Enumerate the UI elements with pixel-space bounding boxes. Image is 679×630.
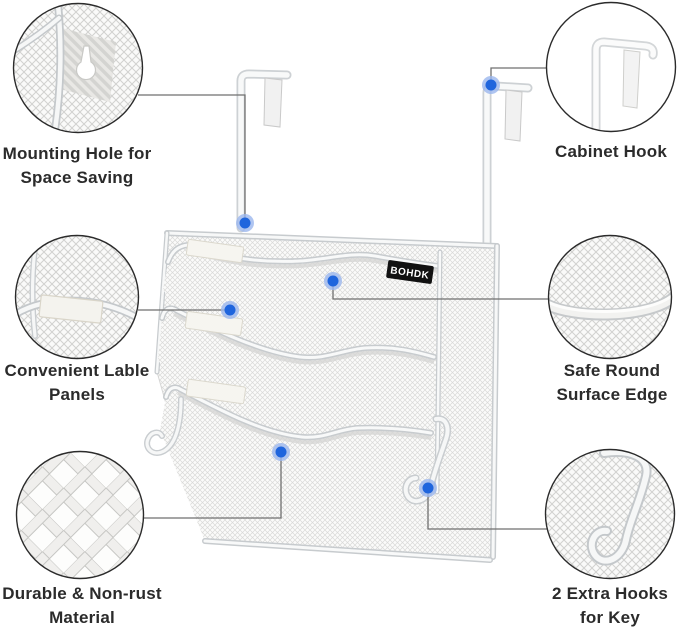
keyhole-icon xyxy=(75,45,97,81)
callout-line: Panels xyxy=(48,385,106,404)
connector-cabinet-hook xyxy=(490,67,546,83)
product-illustration: BOHDK xyxy=(144,69,533,563)
callout-line: Space Saving xyxy=(20,168,134,187)
label-panel-1 xyxy=(185,238,245,264)
brand-badge-text: BOHDK xyxy=(390,265,431,281)
pocket-3 xyxy=(160,384,493,563)
zoom-circle-label-panels xyxy=(14,234,140,360)
right-door-hook xyxy=(482,81,533,251)
feature-markers xyxy=(221,76,500,497)
feature-marker-label-panels xyxy=(221,301,239,319)
callout-line: 2 Extra Hooks xyxy=(552,584,668,603)
callout-line: Safe Round xyxy=(563,361,661,380)
zoom-circle-round-edge xyxy=(547,234,673,360)
callout-label-label-panels: Convenient Lable Panels xyxy=(5,359,150,407)
zoom-circle-cabinet-hook xyxy=(545,1,677,133)
callout-label-cabinet-hook: Cabinet Hook xyxy=(555,140,667,164)
callout-line: Material xyxy=(49,608,115,627)
callout-label-extra-hooks: 2 Extra Hooks for Key xyxy=(552,582,668,630)
connector-mounting-hole xyxy=(138,94,246,220)
label-panel-3 xyxy=(185,378,247,405)
zoom-circle-material xyxy=(15,450,145,580)
callout-line: Cabinet Hook xyxy=(555,142,667,161)
feature-marker-material xyxy=(272,443,290,461)
zoom-circle-extra-hooks xyxy=(544,448,676,580)
left-hook-plate xyxy=(263,77,283,128)
hook-plate-closeup xyxy=(622,49,641,109)
callout-line: Mounting Hole for xyxy=(2,144,152,163)
left-door-hook xyxy=(236,69,292,233)
callout-label-mounting-hole: Mounting Hole for Space Saving xyxy=(3,142,152,190)
connector-extra-hooks xyxy=(427,491,547,530)
key-hook-left xyxy=(144,396,184,456)
callout-line: Surface Edge xyxy=(556,385,668,404)
callout-line: for Key xyxy=(580,608,640,627)
brand-badge: BOHDK xyxy=(386,260,434,284)
feature-marker-round-edge xyxy=(324,272,342,290)
feature-marker-cabinet-hook xyxy=(482,76,500,94)
callout-line: Convenient Lable xyxy=(4,361,150,380)
right-hook-plate xyxy=(504,89,523,142)
feature-marker-extra-hooks xyxy=(419,479,437,497)
connector-material xyxy=(144,455,282,519)
callout-label-round-edge: Safe Round Surface Edge xyxy=(556,359,667,407)
callout-line: Durable & Non-rust xyxy=(2,584,162,603)
label-panel-closeup xyxy=(38,294,104,324)
callout-label-material: Durable & Non-rust Material xyxy=(2,582,161,630)
zoom-circle-mounting-hole xyxy=(12,2,144,134)
feature-marker-mounting-hole xyxy=(236,214,254,232)
